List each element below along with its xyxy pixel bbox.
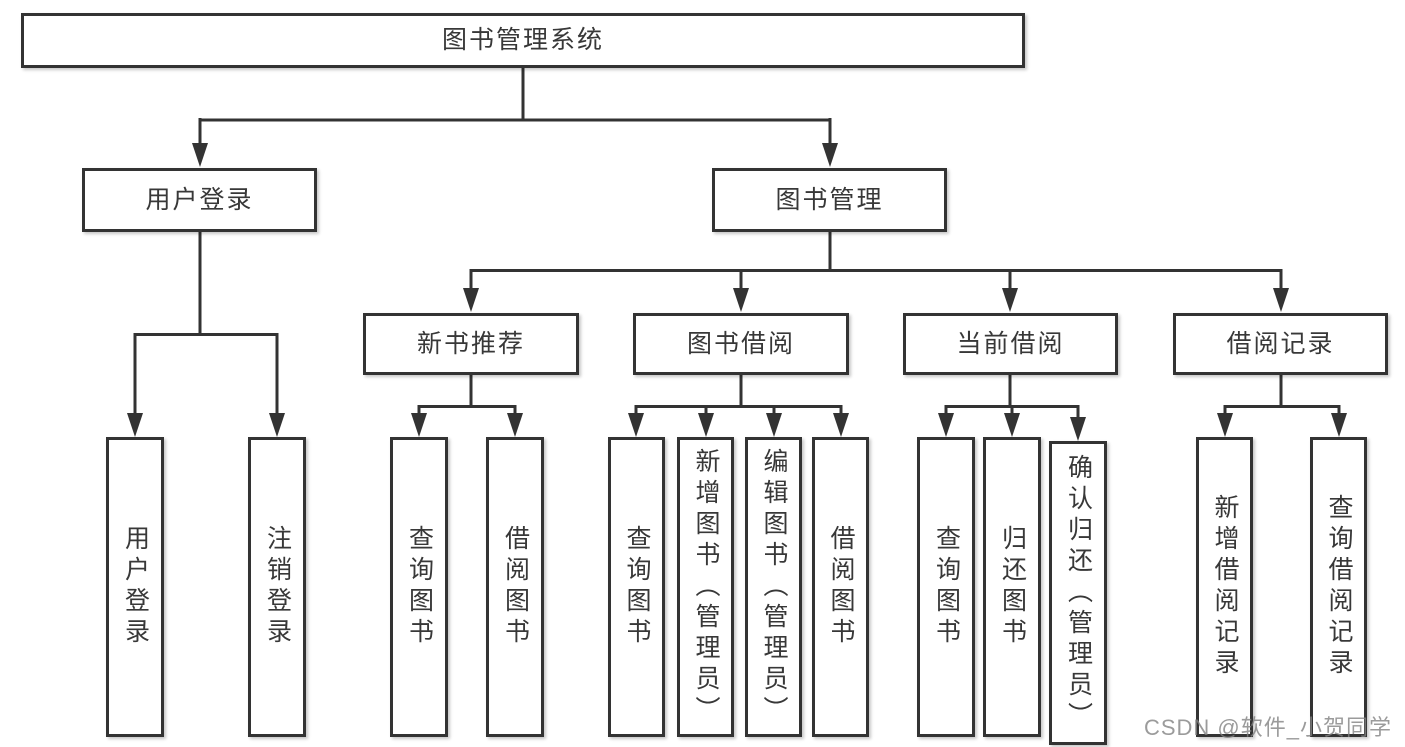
node-new-book-recommendation: 新书推荐 (363, 313, 579, 375)
node-library-system-label: 图书管理系统 (441, 26, 604, 54)
leaf-add-borrow-record-label: 新增借阅记录 (1211, 494, 1239, 680)
node-user-login: 用户登录 (82, 168, 317, 232)
leaf-user-login: 用户登录 (106, 437, 164, 737)
node-borrowing-records: 借阅记录 (1173, 313, 1388, 375)
leaf-borrowing-query-book: 查询图书 (608, 437, 665, 737)
node-new-book-recommendation-label: 新书推荐 (416, 329, 525, 358)
leaf-query-borrow-record-label: 查询借阅记录 (1325, 494, 1353, 680)
leaf-return-book: 归还图书 (983, 437, 1041, 737)
leaf-add-borrow-record: 新增借阅记录 (1196, 437, 1253, 737)
arrowheads (127, 143, 1347, 441)
leaf-confirm-return-admin: 确认归还（管理员） (1049, 441, 1107, 745)
node-book-management: 图书管理 (712, 168, 947, 232)
leaf-add-book-admin: 新增图书（管理员） (677, 437, 734, 737)
csdn-watermark: CSDN @软件_小贺同学 (1143, 715, 1392, 740)
node-borrowing-records-label: 借阅记录 (1226, 329, 1335, 358)
leaf-user-login-label: 用户登录 (121, 525, 150, 649)
leaf-current-query-book-label: 查询图书 (932, 525, 961, 649)
node-book-borrowing: 图书借阅 (633, 313, 849, 375)
node-user-login-label: 用户登录 (145, 185, 254, 214)
leaf-confirm-return-admin-label: 确认归还（管理员） (1064, 453, 1093, 733)
node-book-borrowing-label: 图书借阅 (686, 329, 795, 358)
leaf-logout-label: 注销登录 (263, 525, 292, 649)
node-current-borrowing-label: 当前借阅 (956, 329, 1065, 358)
leaf-return-book-label: 归还图书 (998, 525, 1027, 649)
leaf-newbook-borrow-book-label: 借阅图书 (501, 525, 530, 649)
node-book-management-label: 图书管理 (775, 185, 884, 214)
leaf-edit-book-admin: 编辑图书（管理员） (745, 437, 802, 737)
leaf-add-book-admin-label: 新增图书（管理员） (692, 447, 720, 727)
leaf-borrow-book-label: 借阅图书 (827, 525, 855, 649)
leaf-newbook-query-book: 查询图书 (390, 437, 448, 737)
node-library-system: 图书管理系统 (21, 13, 1025, 68)
connector-lines (133, 67, 1341, 418)
leaf-borrowing-query-book-label: 查询图书 (623, 525, 651, 649)
leaf-logout: 注销登录 (248, 437, 306, 737)
leaf-newbook-query-book-label: 查询图书 (405, 525, 434, 649)
leaf-newbook-borrow-book: 借阅图书 (486, 437, 544, 737)
node-current-borrowing: 当前借阅 (903, 313, 1118, 375)
leaf-borrow-book: 借阅图书 (812, 437, 869, 737)
leaf-edit-book-admin-label: 编辑图书（管理员） (760, 447, 788, 727)
leaf-query-borrow-record: 查询借阅记录 (1310, 437, 1367, 737)
leaf-current-query-book: 查询图书 (917, 437, 975, 737)
